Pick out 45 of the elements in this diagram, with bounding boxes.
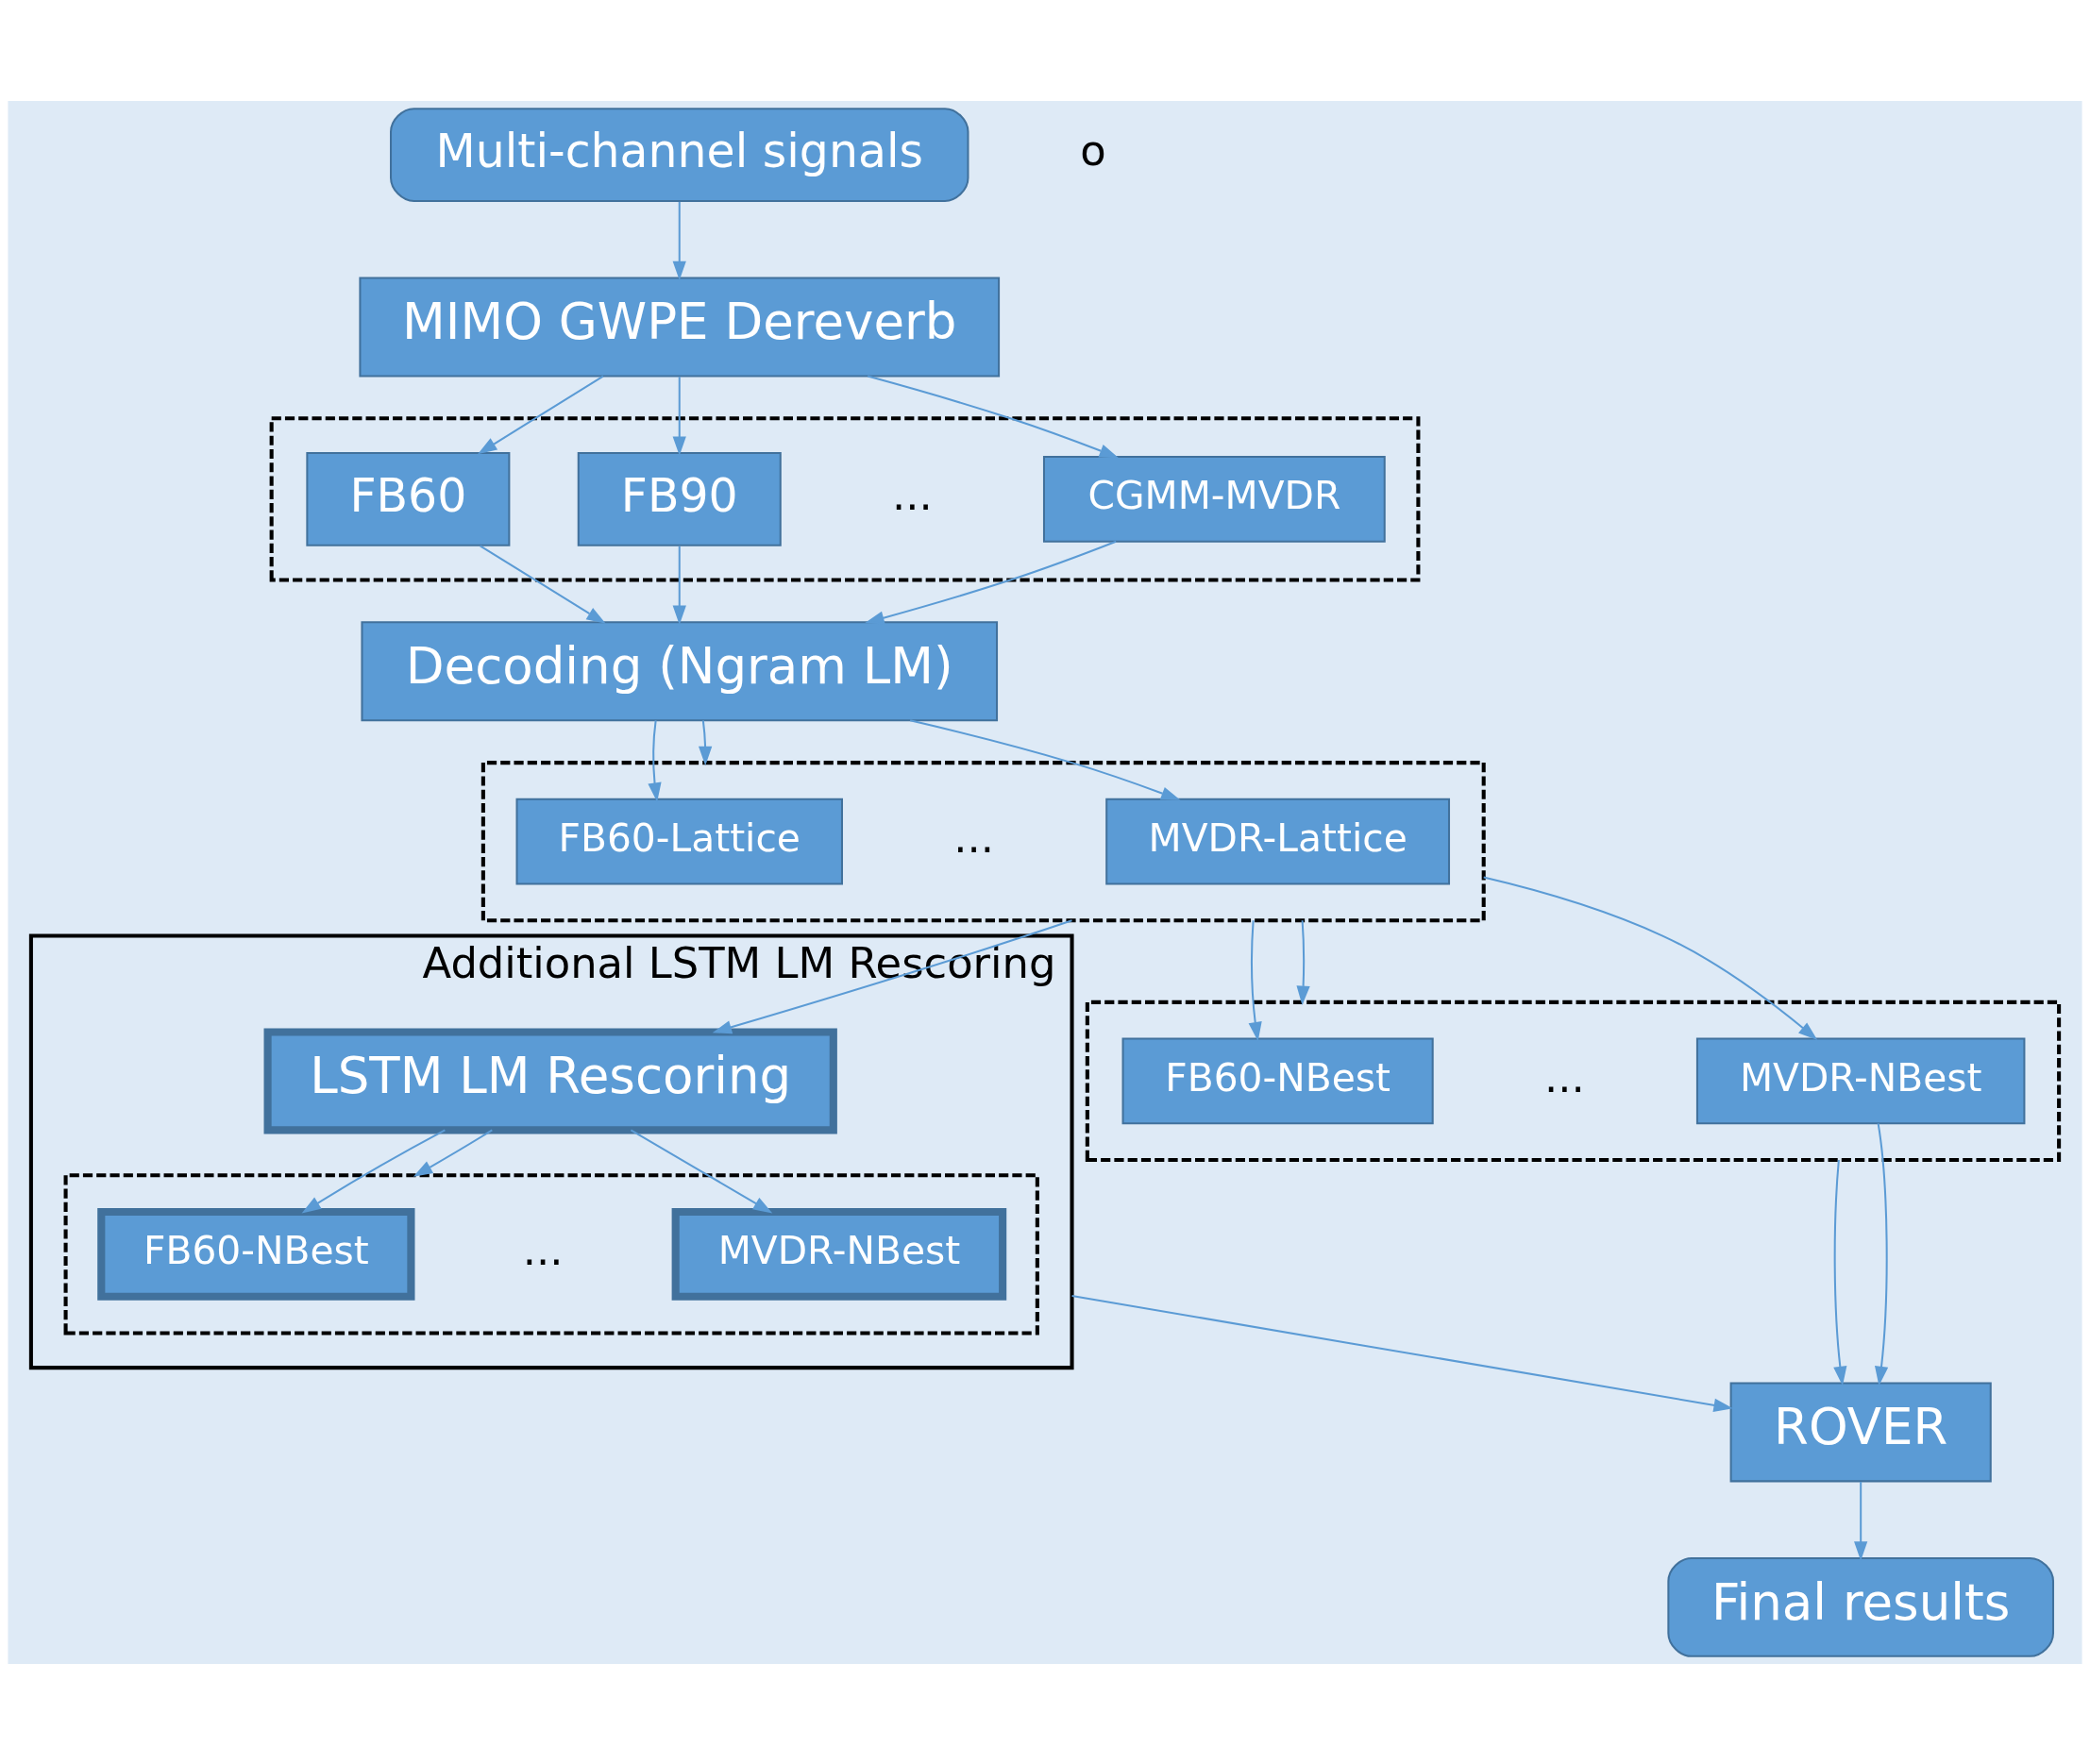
arrow <box>672 201 686 280</box>
node-box: CGMM-MVDR <box>1042 455 1386 543</box>
label: ... <box>953 812 994 863</box>
cluster <box>1085 1000 2062 1162</box>
arrow <box>698 719 713 765</box>
arrow <box>909 718 1181 800</box>
node-box: Final results <box>1667 1556 2054 1657</box>
label: o <box>1080 125 1106 176</box>
node-box: MIMO GWPE Dereverb <box>359 277 1001 377</box>
node-box: FB60 <box>306 451 511 546</box>
arrow <box>1874 1122 1889 1386</box>
arrow <box>1296 919 1310 1005</box>
arrow <box>413 1129 493 1177</box>
arrow <box>1248 919 1262 1041</box>
arrow <box>672 546 686 625</box>
arrow <box>1854 1481 1868 1561</box>
arrow <box>1071 1294 1733 1412</box>
arrow <box>630 1129 773 1213</box>
arrow <box>672 376 686 456</box>
node-box: Decoding (Ngram LM) <box>361 620 999 721</box>
arrow <box>712 918 1072 1033</box>
node-box: Multi-channel signals <box>390 107 969 202</box>
node-box: FB90 <box>577 451 782 546</box>
node-box: FB60-Lattice <box>515 798 843 885</box>
arrow <box>865 540 1117 625</box>
node-box: MVDR-NBest <box>1695 1037 2026 1124</box>
label: ... <box>522 1224 564 1275</box>
node-box: LSTM LM Rescoring <box>263 1027 837 1134</box>
cluster <box>269 415 1421 582</box>
node-box: MVDR-NBest <box>671 1207 1007 1301</box>
node-box: MVDR-Lattice <box>1105 798 1451 885</box>
arrow <box>478 375 604 454</box>
label: ... <box>891 469 933 520</box>
node-box: FB60-NBest <box>97 1207 415 1301</box>
arrow <box>648 719 662 802</box>
arrow <box>867 375 1120 458</box>
cluster <box>63 1172 1039 1335</box>
arrow <box>480 544 606 624</box>
node-box: ROVER <box>1729 1381 1992 1482</box>
arrow <box>1483 876 1818 1040</box>
arrow <box>1833 1159 1847 1386</box>
cluster <box>480 760 1486 922</box>
label: ... <box>1543 1051 1585 1102</box>
arrow <box>301 1129 446 1213</box>
node-box: FB60-NBest <box>1121 1037 1434 1124</box>
